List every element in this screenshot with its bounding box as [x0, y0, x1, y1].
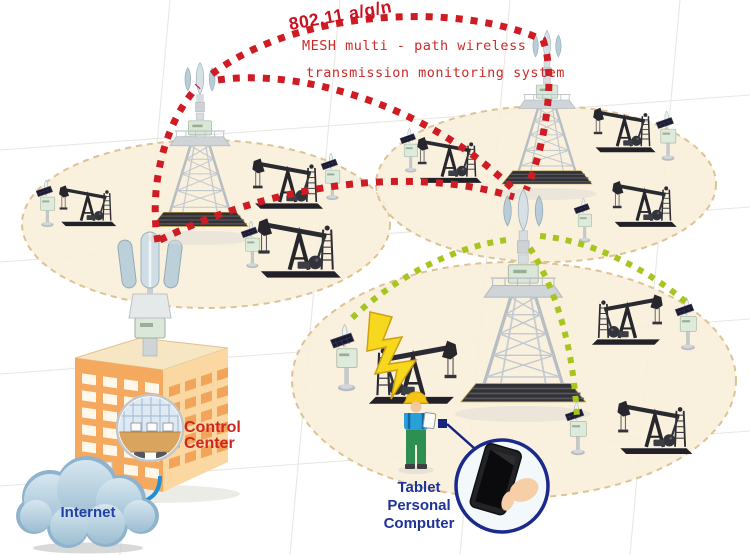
handheld-tablet — [422, 412, 437, 430]
standard-label: 802.11 a/g/n — [287, 0, 393, 34]
control-center-label: Control Center — [184, 419, 241, 452]
svg-text:Control: Control — [184, 419, 241, 436]
mesh-link-left-to-center-tower — [217, 74, 520, 196]
control-room-callout — [115, 393, 185, 463]
hard-hat — [403, 391, 429, 404]
mesh-links — [151, 13, 553, 244]
tablet-callout — [438, 419, 550, 534]
field-worker — [398, 391, 437, 474]
svg-text:Personal: Personal — [387, 497, 450, 514]
mesh-link-building-to-center-tower — [158, 177, 516, 244]
mesh-link-building-to-left-tower — [151, 83, 201, 243]
sensor-links — [349, 233, 688, 419]
internet-label: Internet — [60, 504, 115, 521]
mesh-link-top-backbone — [209, 13, 553, 192]
sensor-link-south — [527, 246, 580, 419]
relay-tower-center — [455, 187, 591, 422]
hand — [509, 478, 539, 502]
rooftop-antenna — [117, 231, 183, 357]
relay-tower-left — [145, 61, 255, 245]
svg-text:Computer: Computer — [384, 515, 455, 532]
subtitle-line2: transmission monitoring system — [306, 65, 565, 81]
tablet-label: Tablet Personal Computer — [384, 479, 455, 532]
lightning-bolt — [366, 311, 418, 400]
internet-cloud: Internet — [16, 456, 159, 554]
sensor-link-east — [539, 233, 688, 305]
mesh-title: 802.11 a/g/n MESH multi - path wireless … — [287, 0, 565, 81]
subtitle-line1: MESH multi - path wireless — [302, 38, 526, 54]
svg-text:Tablet: Tablet — [397, 479, 440, 496]
svg-text:Center: Center — [184, 435, 235, 452]
